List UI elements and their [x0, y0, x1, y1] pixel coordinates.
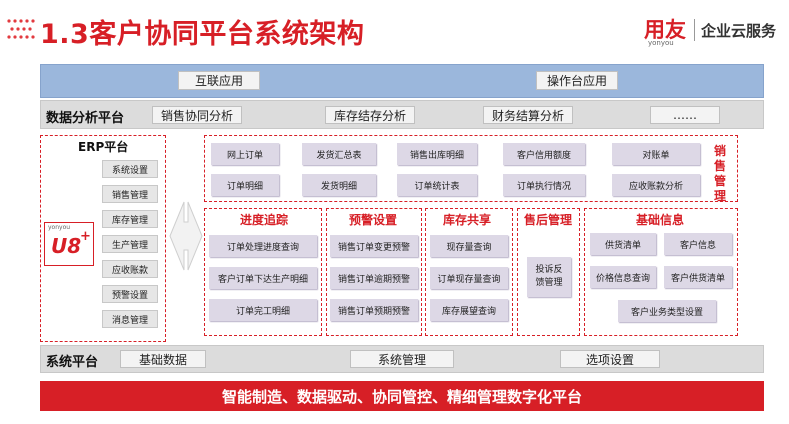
sales-cell: 订单执行情况 — [503, 174, 585, 196]
logo-mark: 用友 — [644, 17, 686, 42]
title-dots-icon — [7, 19, 35, 39]
u8-logo: yonyou U8 + — [44, 222, 94, 266]
sales-cell: 对账单 — [612, 143, 700, 165]
inventory-panel — [425, 208, 513, 336]
app-workbench: 操作台应用 — [536, 71, 618, 90]
erp-item-receivable: 应收账款 — [102, 260, 158, 278]
sales-cell: 客户信用额度 — [503, 143, 585, 165]
logo-separator — [694, 19, 695, 41]
system-management: 系统管理 — [350, 350, 454, 368]
aftersale-panel — [517, 208, 580, 336]
basic-label: 基础信息 — [636, 213, 685, 227]
aftersale-cell: 投诉反馈管理 — [527, 257, 571, 297]
analysis-finance: 财务结算分析 — [483, 106, 573, 124]
warning-cell: 销售订单逾期预警 — [330, 267, 418, 289]
sales-label: 销售管理 — [714, 144, 727, 203]
brand-logo: 用友 yonyou 企业云服务 — [644, 14, 777, 47]
sales-cell: 订单明细 — [211, 174, 279, 196]
basic-cell: 价格信息查询 — [590, 266, 656, 288]
progress-cell: 订单完工明细 — [209, 299, 317, 321]
erp-item-message: 消息管理 — [102, 310, 158, 328]
app-internet: 互联应用 — [178, 71, 260, 90]
basic-cell: 客户业务类型设置 — [618, 300, 716, 322]
inventory-cell: 库存展望查询 — [430, 299, 508, 321]
inventory-cell: 订单现存量查询 — [430, 267, 508, 289]
double-arrow-icon — [169, 201, 203, 271]
inventory-label: 库存共享 — [443, 213, 492, 227]
erp-item-sales: 销售管理 — [102, 185, 158, 203]
progress-cell: 订单处理进度查询 — [209, 235, 317, 257]
analysis-sales: 销售协同分析 — [152, 106, 242, 124]
u8-mark: U8 — [51, 234, 82, 258]
u8-plus: + — [80, 229, 91, 244]
basic-cell: 客户信息 — [664, 233, 732, 255]
sales-panel — [204, 135, 738, 202]
sales-cell: 网上订单 — [211, 143, 279, 165]
page-title: 1.3客户协同平台系统架构 — [40, 19, 365, 50]
footer-banner: 智能制造、数据驱动、协同管控、精细管理数字化平台 — [40, 381, 764, 411]
warning-panel — [326, 208, 422, 336]
sales-cell: 订单统计表 — [397, 174, 477, 196]
progress-label: 进度追踪 — [240, 213, 289, 227]
sales-cell: 发货汇总表 — [302, 143, 376, 165]
inventory-cell: 现存量查询 — [430, 235, 508, 257]
analysis-label: 数据分析平台 — [46, 111, 125, 126]
u8-brand: yonyou — [48, 224, 71, 231]
warning-cell: 销售订单变更预警 — [330, 235, 418, 257]
logo-text: 企业云服务 — [701, 21, 777, 40]
system-label: 系统平台 — [46, 355, 99, 370]
warning-cell: 销售订单预期预警 — [330, 299, 418, 321]
analysis-more: …… — [650, 106, 720, 124]
analysis-inventory: 库存结存分析 — [325, 106, 415, 124]
erp-item-warning: 预警设置 — [102, 285, 158, 303]
system-options: 选项设置 — [560, 350, 660, 368]
sales-cell: 发货明细 — [302, 174, 376, 196]
aftersale-label: 售后管理 — [524, 213, 573, 227]
logo-sub: yonyou — [648, 39, 674, 47]
basic-cell: 供货清单 — [590, 233, 656, 255]
warning-label: 预警设置 — [349, 213, 398, 227]
erp-item-inventory: 库存管理 — [102, 210, 158, 228]
system-basic-data: 基础数据 — [120, 350, 206, 368]
erp-item-production: 生产管理 — [102, 235, 158, 253]
erp-panel — [40, 135, 166, 342]
app-layer-band — [40, 64, 764, 98]
progress-panel — [204, 208, 322, 336]
erp-item-system: 系统设置 — [102, 160, 158, 178]
basic-cell: 客户供货清单 — [664, 266, 732, 288]
basic-panel — [584, 208, 738, 336]
erp-label: ERP平台 — [78, 140, 129, 154]
sales-cell: 销售出库明细 — [397, 143, 477, 165]
progress-cell: 客户订单下达生产明细 — [209, 267, 317, 289]
sales-cell: 应收账款分析 — [612, 174, 700, 196]
